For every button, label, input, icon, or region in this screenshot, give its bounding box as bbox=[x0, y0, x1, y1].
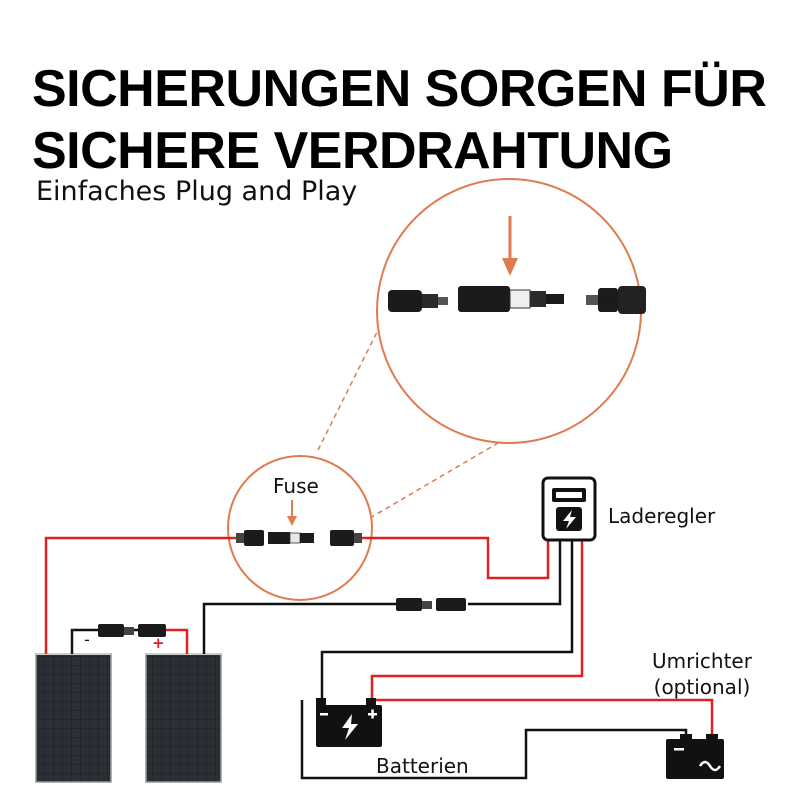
inverter-icon bbox=[666, 734, 724, 779]
page-title: SICHERUNGEN SORGEN FÜR SICHERE VERDRAHTU… bbox=[32, 58, 767, 182]
zoom-connector-right-icon bbox=[586, 286, 646, 314]
solar-panel-right-icon bbox=[145, 653, 222, 783]
negative-mark: - bbox=[84, 630, 90, 649]
solar-panel-left-icon bbox=[35, 653, 112, 783]
title-line-1: SICHERUNGEN SORGEN FÜR bbox=[32, 60, 767, 118]
fuse-label: Fuse bbox=[273, 474, 319, 498]
inverter-label-line-1: Umrichter bbox=[652, 649, 752, 673]
mc4-connector-icon bbox=[396, 598, 466, 611]
title-line-2: SICHERE VERDRAHTUNG bbox=[32, 122, 673, 180]
zoom-connector-left-icon bbox=[388, 290, 448, 312]
batteries-label: Batterien bbox=[376, 754, 469, 778]
fuse-arrow-down-icon bbox=[287, 500, 297, 526]
subtitle: Einfaches Plug and Play bbox=[36, 176, 358, 207]
positive-mark: + bbox=[152, 634, 165, 652]
battery-icon bbox=[316, 698, 382, 747]
fuse-icon bbox=[268, 532, 314, 544]
mc4-connector-icon bbox=[330, 530, 362, 546]
zoom-line-left bbox=[317, 289, 399, 451]
zoom-arrow-down-icon bbox=[502, 216, 518, 276]
inverter-label: Umrichter (optional) bbox=[652, 648, 752, 700]
inverter-label-line-2: (optional) bbox=[653, 675, 751, 699]
mc4-connector-icon bbox=[98, 624, 166, 637]
charge-controller-icon bbox=[541, 476, 597, 542]
mc4-connector-icon bbox=[236, 530, 264, 546]
charge-controller-label: Laderegler bbox=[608, 504, 716, 528]
fuse-circle bbox=[227, 455, 373, 601]
zoom-fuse-icon bbox=[458, 286, 564, 312]
